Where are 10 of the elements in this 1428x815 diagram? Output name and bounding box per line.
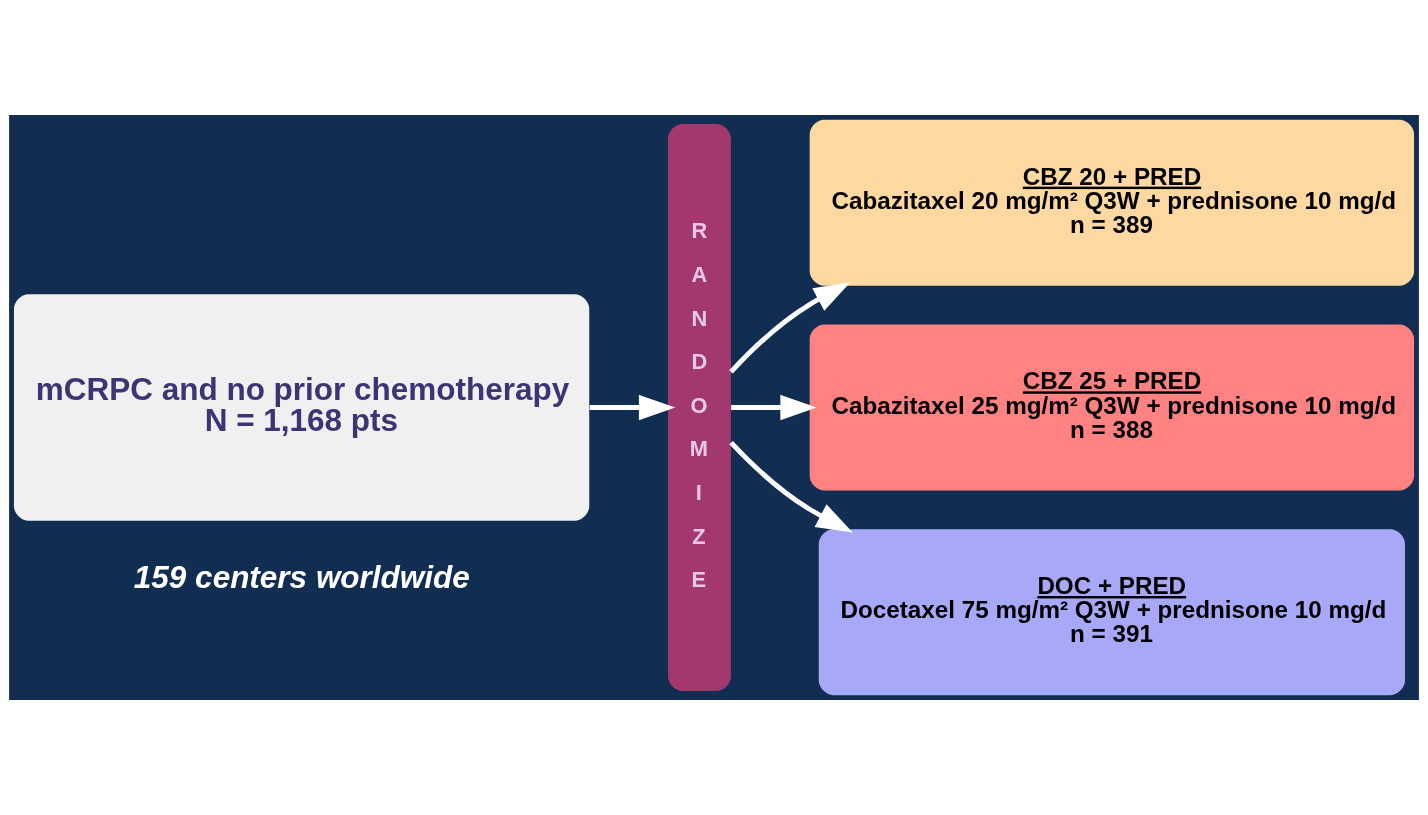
node-box: RANDOMIZE: [668, 124, 731, 691]
node-box: mCRPC and no prior chemotherapy N = 1,168 pts: [13, 294, 590, 521]
arrow: [731, 394, 817, 421]
node-box: CBZ 20 + PRED Cabazitaxel 20 mg/m² Q3W + prednisone 10 mg/d n = 389: [809, 119, 1415, 286]
node-label: 159 centers worldwide: [133, 559, 470, 596]
node-box: CBZ 25 + PRED Cabazitaxel 25 mg/m² Q3W + prednisone 10 mg/d n = 388: [809, 324, 1415, 491]
arrow: [729, 440, 853, 533]
node-box: DOC + PRED Docetaxel 75 mg/m² Q3W + prednisone 10 mg/d n = 391: [818, 529, 1405, 696]
arrow: [729, 282, 851, 374]
arrow: [589, 394, 676, 421]
